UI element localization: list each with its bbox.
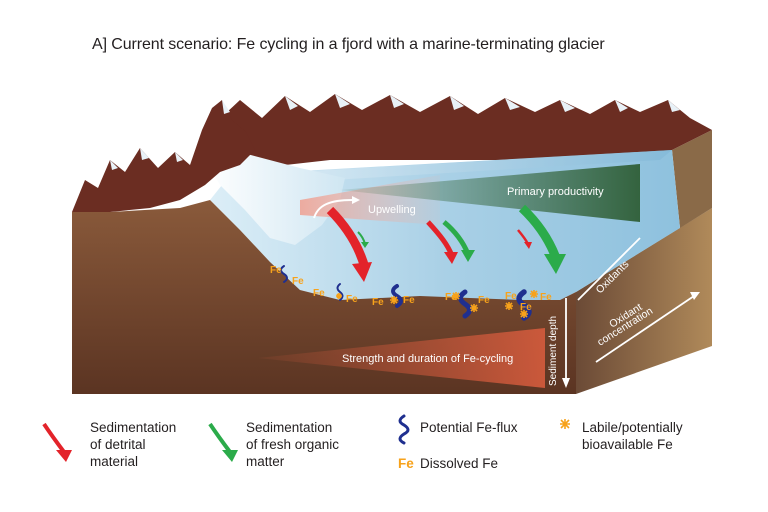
legend-labile-line2: bioavailable Fe — [582, 437, 673, 452]
upwelling-label: Upwelling — [368, 204, 416, 216]
upwelling-arrowhead — [352, 196, 360, 204]
dissolved-fe-labels: Fe Fe Fe Fe Fe Fe Fe Fe Fe Fe Fe — [270, 265, 552, 313]
upwelling-arrow — [313, 199, 353, 219]
legend-dissolved-symbol: Fe — [398, 456, 414, 471]
legend-organic-line2: of fresh organic — [246, 437, 340, 452]
oxidant-concentration-arrowhead — [690, 292, 700, 300]
primary-productivity-wedge — [340, 164, 640, 222]
fe-label: Fe — [292, 276, 304, 287]
labile-fe-stars — [336, 290, 538, 318]
fe-label: Fe — [505, 291, 517, 302]
legend-organic: Sedimentation of fresh organic matter — [246, 419, 339, 470]
legend-labile-line1: Labile/potentially — [582, 420, 683, 435]
legend-detrital-line3: material — [90, 454, 139, 469]
fe-flux-squiggles — [280, 265, 532, 321]
legend-fe-flux-symbol — [398, 414, 410, 445]
fe-cycling-wedge — [258, 328, 545, 388]
glacier — [205, 150, 345, 245]
sediment-depth-label: Sediment depth — [548, 316, 559, 386]
sediment-depth-arrowhead — [562, 378, 570, 388]
fe-label: Fe — [403, 295, 415, 306]
fe-label: Fe — [346, 294, 358, 305]
legend-detrital-line1: Sedimentation — [90, 420, 177, 435]
legend-detrital-symbol — [42, 422, 72, 462]
oxidants-boundary — [577, 237, 641, 301]
organic-arrows — [357, 204, 566, 274]
right-face-shoreline — [672, 130, 712, 228]
primary-productivity-label: Primary productivity — [507, 186, 604, 198]
fe-label: Fe — [445, 292, 457, 303]
legend-detrital: Sedimentation of detrital material — [90, 419, 176, 470]
block-right-face — [576, 208, 712, 394]
legend-labile: Labile/potentially bioavailable Fe — [582, 419, 683, 453]
fe-label: Fe — [313, 288, 325, 299]
legend-detrital-line2: of detrital — [90, 437, 146, 452]
oxidant-concentration-arrow — [595, 295, 695, 363]
legend-labile-symbol — [560, 419, 570, 429]
legend-fe-flux: Potential Fe-flux — [420, 420, 518, 435]
figure-title: A] Current scenario: Fe cycling in a fjo… — [92, 36, 605, 53]
fe-label: Fe — [540, 292, 552, 303]
fe-cycling-label: Strength and duration of Fe-cycling — [342, 353, 513, 365]
detrital-arrows — [326, 206, 532, 282]
legend-organic-line3: matter — [246, 454, 285, 469]
water-surface — [240, 150, 672, 185]
legend-organic-symbol — [208, 422, 238, 462]
fe-label: Fe — [520, 302, 532, 313]
back-mountain-ridge — [210, 94, 712, 170]
legend-organic-line1: Sedimentation — [246, 420, 333, 435]
legend-dissolved: Dissolved Fe — [420, 456, 499, 471]
fe-label: Fe — [270, 265, 282, 276]
left-mountains — [72, 100, 255, 212]
fe-label: Fe — [478, 295, 490, 306]
fe-label: Fe — [372, 297, 384, 308]
